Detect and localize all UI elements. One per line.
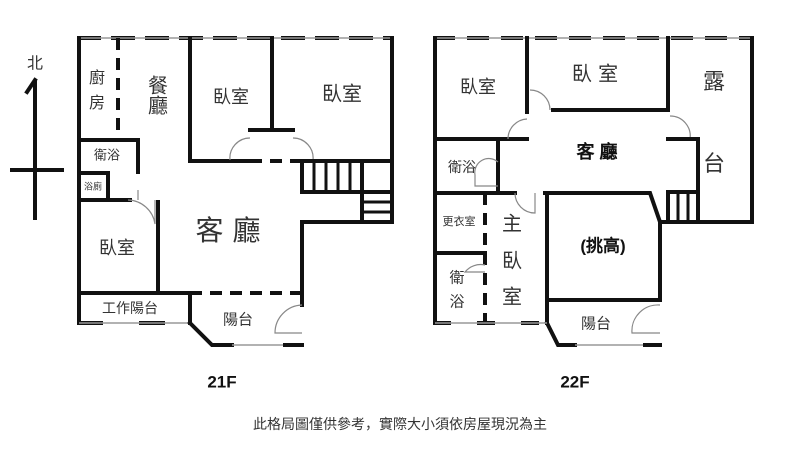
room-bath-1: 衛浴 <box>448 160 476 176</box>
room-living: 客 廳 <box>196 214 261 247</box>
room-bedroom-1: 臥室 <box>213 87 249 108</box>
room-bedroom-1: 臥室 <box>460 77 496 98</box>
room-kitchen-1: 廚房 <box>89 68 105 112</box>
room-dining: 餐廳 <box>145 75 169 115</box>
room-kitchen: 廚 <box>89 68 105 87</box>
room-utility-balcony: 工作陽台 <box>102 301 158 317</box>
room-master-3: 室 <box>502 285 522 309</box>
room-master-1: 主 <box>502 212 522 236</box>
floor-22-title: 22F <box>560 372 589 391</box>
room-closet: 更衣室 <box>443 214 476 228</box>
compass: 北 <box>10 54 64 220</box>
room-void: (挑高) <box>580 235 625 255</box>
room-bath-2a: 衛 <box>449 269 464 287</box>
room-terrace-bottom: 台 <box>703 152 725 177</box>
room-bedroom-2: 臥 室 <box>572 62 618 86</box>
room-terrace-top: 露 <box>703 70 725 95</box>
room-bath-2b: 浴 <box>449 293 464 311</box>
room-master-2: 臥 <box>502 249 522 273</box>
floor-21-title: 21F <box>207 372 236 391</box>
room-bath-1: 衛浴 <box>94 149 120 164</box>
floor-21-plan: 廚房 餐廳 衛浴 浴廁 臥室 臥室 臥室 客 廳 工作陽台 陽台 21F <box>77 36 394 391</box>
room-bath-2: 浴廁 <box>84 181 102 193</box>
north-label: 北 <box>27 54 43 73</box>
floor-22-plan: 臥室 臥 室 露 台 客 廳 衛浴 更衣室 主 臥 室 衛 浴 (挑高) 陽台 … <box>433 36 754 391</box>
room-balcony: 陽台 <box>581 315 611 333</box>
room-balcony: 陽台 <box>223 311 253 329</box>
room-bedroom-2: 臥室 <box>322 82 362 106</box>
room-bedroom-3: 臥室 <box>99 238 135 259</box>
footnote: 此格局圖僅供參考，實際大小須依房屋現況為主 <box>253 416 547 433</box>
room-living: 客 廳 <box>576 141 617 162</box>
